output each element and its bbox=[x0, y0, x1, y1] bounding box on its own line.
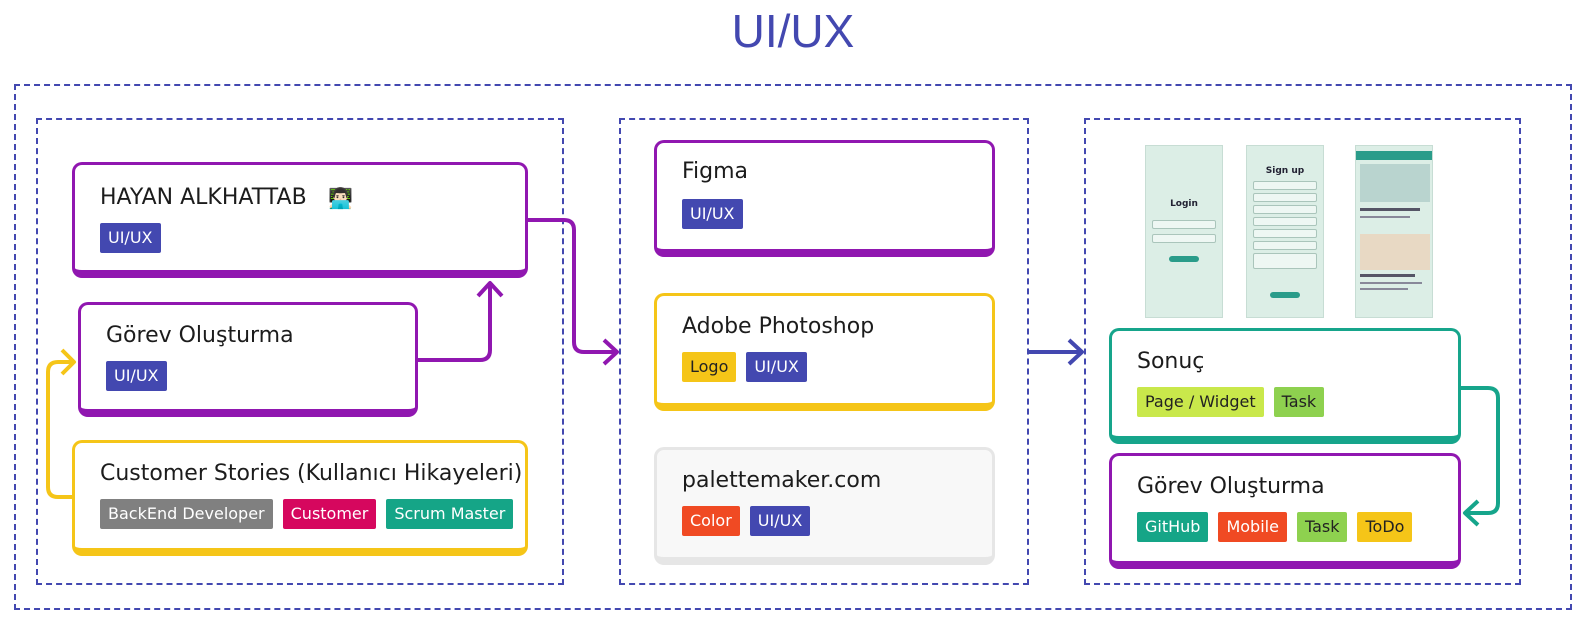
feed-text-line bbox=[1360, 288, 1408, 290]
feed-text-line bbox=[1360, 208, 1420, 211]
signup-field bbox=[1253, 193, 1317, 202]
feed-header-bar bbox=[1356, 151, 1432, 160]
palettemaker-card[interactable]: palettemaker.com Color UI/UX bbox=[654, 447, 995, 565]
signup-field bbox=[1253, 181, 1317, 190]
task-creation-card-right[interactable]: Görev Oluşturma GitHub Mobile Task ToDo bbox=[1109, 453, 1461, 569]
arrowhead-stories-to-task bbox=[60, 348, 76, 376]
arrow-task-to-person bbox=[418, 284, 492, 362]
login-screen-thumbnail: Login bbox=[1145, 145, 1223, 318]
arrowhead-result-to-task bbox=[1463, 499, 1480, 527]
signup-screen-thumbnail: Sign up bbox=[1246, 145, 1324, 318]
tag-page-widget: Page / Widget bbox=[1137, 387, 1264, 417]
signup-field bbox=[1253, 229, 1317, 238]
result-card[interactable]: Sonuç Page / Widget Task bbox=[1109, 328, 1461, 444]
tag-color: Color bbox=[682, 506, 740, 536]
login-button bbox=[1168, 256, 1200, 262]
tag-github: GitHub bbox=[1137, 512, 1209, 542]
feed-text-line bbox=[1360, 216, 1410, 218]
outer-frame bbox=[14, 84, 1572, 610]
arrowhead-middle-to-right bbox=[1067, 338, 1084, 366]
tag-uiux: UI/UX bbox=[746, 352, 807, 382]
arrowhead-person-to-middle bbox=[602, 338, 619, 366]
signup-screen-title: Sign up bbox=[1265, 166, 1305, 176]
tag-uiux: UI/UX bbox=[749, 506, 811, 536]
signup-field bbox=[1253, 205, 1317, 214]
page-title: UI/UX bbox=[731, 5, 855, 57]
arrow-result-to-task bbox=[1461, 386, 1500, 515]
result-title: Sonuç bbox=[1137, 349, 1205, 374]
palettemaker-title: palettemaker.com bbox=[682, 468, 882, 493]
middle-column-frame bbox=[619, 118, 1029, 585]
signup-field bbox=[1253, 217, 1317, 226]
developer-emoji-icon: 👨🏻‍💻 bbox=[328, 188, 353, 210]
person-name: HAYAN ALKHATTAB bbox=[100, 185, 307, 210]
tag-uiux: UI/UX bbox=[100, 223, 161, 253]
signup-button bbox=[1269, 292, 1301, 298]
login-username-field bbox=[1152, 220, 1216, 229]
tag-task: Task bbox=[1273, 387, 1325, 417]
arrow-person-to-middle bbox=[528, 218, 616, 354]
person-card[interactable]: HAYAN ALKHATTAB UI/UX bbox=[72, 162, 528, 278]
tag-mobile: Mobile bbox=[1218, 512, 1287, 542]
tag-backend-developer: BackEnd Developer bbox=[100, 499, 273, 529]
customer-stories-title: Customer Stories (Kullanıcı Hikayeleri) bbox=[100, 461, 523, 486]
arrowhead-task-to-person bbox=[476, 281, 504, 298]
feed-text-line bbox=[1360, 274, 1415, 277]
customer-stories-card[interactable]: Customer Stories (Kullanıcı Hikayeleri) … bbox=[72, 440, 528, 556]
signup-textarea bbox=[1253, 253, 1317, 269]
tag-customer: Customer bbox=[282, 499, 377, 529]
arrow-stories-to-task bbox=[46, 360, 72, 499]
right-column-frame bbox=[1084, 118, 1521, 585]
tag-logo: Logo bbox=[682, 352, 737, 382]
tag-uiux: UI/UX bbox=[682, 199, 743, 229]
task-creation-card[interactable]: Görev Oluşturma UI/UX bbox=[78, 302, 418, 417]
photoshop-card[interactable]: Adobe Photoshop Logo UI/UX bbox=[654, 293, 995, 411]
login-screen-title: Login bbox=[1170, 199, 1198, 209]
signup-field bbox=[1253, 241, 1317, 250]
figma-title: Figma bbox=[682, 159, 749, 184]
photoshop-title: Adobe Photoshop bbox=[682, 314, 875, 339]
feed-screen-thumbnail bbox=[1355, 145, 1433, 318]
tag-uiux: UI/UX bbox=[106, 361, 167, 391]
left-column-frame bbox=[36, 118, 564, 585]
login-password-field bbox=[1152, 234, 1216, 243]
task-creation-title-right: Görev Oluşturma bbox=[1137, 474, 1325, 499]
feed-image-brain bbox=[1360, 164, 1430, 202]
feed-text-line bbox=[1360, 282, 1422, 284]
feed-image-portrait bbox=[1360, 234, 1430, 270]
tag-todo: ToDo bbox=[1357, 512, 1413, 542]
tag-scrum-master: Scrum Master bbox=[386, 499, 514, 529]
figma-card[interactable]: Figma UI/UX bbox=[654, 140, 995, 257]
tag-task: Task bbox=[1296, 512, 1348, 542]
task-creation-title: Görev Oluşturma bbox=[106, 323, 294, 348]
